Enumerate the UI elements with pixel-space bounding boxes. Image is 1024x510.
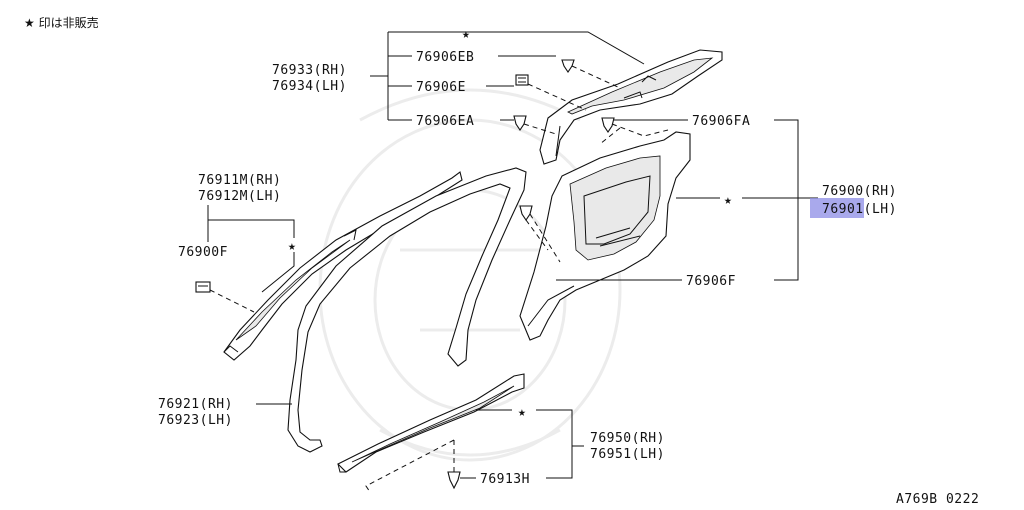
front-pillar-garnish bbox=[223, 171, 463, 361]
label-76906EB: 76906EB bbox=[416, 50, 474, 65]
label-76912M: 76912M(LH) bbox=[198, 189, 281, 204]
clip-76906F bbox=[519, 205, 533, 221]
label-76911M: 76911M(RH) bbox=[198, 173, 281, 188]
label-76906F: 76906F bbox=[686, 274, 736, 289]
weatherstrip-loop bbox=[287, 167, 527, 453]
star-marker-right: ★ bbox=[724, 193, 732, 208]
label-76913H: 76913H bbox=[480, 472, 530, 487]
clip-76906EB bbox=[561, 59, 575, 73]
star-marker-left: ★ bbox=[288, 239, 296, 254]
label-76934: 76934(LH) bbox=[272, 79, 347, 94]
clip-76906FA bbox=[601, 117, 615, 133]
star-marker-bottom: ★ bbox=[518, 405, 526, 420]
label-76950: 76950(RH) bbox=[590, 431, 665, 446]
upper-pillar-trim bbox=[539, 49, 723, 165]
label-76906FA: 76906FA bbox=[692, 114, 750, 129]
leader-lines bbox=[207, 31, 818, 479]
label-76921: 76921(RH) bbox=[158, 397, 233, 412]
legend-note: ★ 印は非販売 bbox=[24, 15, 99, 30]
highlight-box bbox=[810, 198, 864, 218]
label-76906EA: 76906EA bbox=[416, 114, 474, 129]
label-76901: 76901(LH) bbox=[822, 202, 897, 217]
clip-76906E bbox=[515, 74, 529, 86]
diagram-id: A769B 0222 bbox=[896, 492, 979, 507]
clip-76913H bbox=[447, 471, 461, 490]
label-76900F: 76900F bbox=[178, 245, 228, 260]
label-76906E: 76906E bbox=[416, 80, 466, 95]
dashed-connectors bbox=[209, 65, 669, 493]
label-76951: 76951(LH) bbox=[590, 447, 665, 462]
rear-quarter-trim bbox=[519, 131, 691, 341]
star-marker-top: ★ bbox=[462, 27, 470, 42]
clip-76906EA bbox=[513, 115, 527, 131]
label-76933: 76933(RH) bbox=[272, 63, 347, 78]
clip-76900F bbox=[195, 281, 211, 293]
label-76900: 76900(RH) bbox=[822, 184, 897, 199]
label-76923: 76923(LH) bbox=[158, 413, 233, 428]
kicking-plate bbox=[337, 373, 525, 473]
